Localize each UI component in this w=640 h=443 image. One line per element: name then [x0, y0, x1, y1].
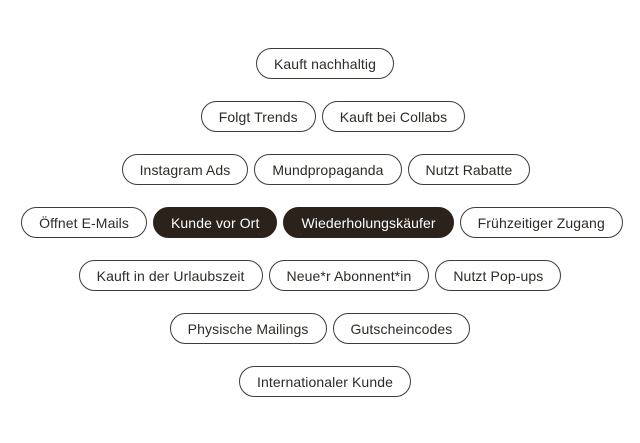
- tag-row-5: Kauft in der Urlaubszeit Neue*r Abonnent…: [0, 260, 640, 291]
- chip-physische-mailings[interactable]: Physische Mailings: [169, 313, 327, 344]
- chip-kauft-nachhaltig[interactable]: Kauft nachhaltig: [255, 48, 394, 79]
- chip-gutscheincodes[interactable]: Gutscheincodes: [332, 313, 471, 344]
- chip-fruehzeitiger-zugang[interactable]: Frühzeitiger Zugang: [459, 207, 623, 238]
- chip-kauft-bei-collabs[interactable]: Kauft bei Collabs: [321, 101, 466, 132]
- tag-row-3: Instagram Ads Mundpropaganda Nutzt Rabat…: [6, 154, 640, 185]
- chip-neuer-abonnent-in[interactable]: Neue*r Abonnent*in: [268, 260, 430, 291]
- chip-mundpropaganda[interactable]: Mundpropaganda: [254, 154, 402, 185]
- tag-row-6: Physische Mailings Gutscheincodes: [0, 313, 640, 344]
- chip-wiederholungskaeufer[interactable]: Wiederholungskäufer: [283, 207, 454, 238]
- chip-internationaler-kunde[interactable]: Internationaler Kunde: [239, 366, 411, 397]
- tag-row-7: Internationaler Kunde: [5, 366, 640, 397]
- chip-instagram-ads[interactable]: Instagram Ads: [121, 154, 249, 185]
- chip-folgt-trends[interactable]: Folgt Trends: [200, 101, 316, 132]
- chip-kunde-vor-ort[interactable]: Kunde vor Ort: [152, 207, 278, 238]
- chip-kauft-in-der-urlaubszeit[interactable]: Kauft in der Urlaubszeit: [78, 260, 263, 291]
- chip-oeffnet-emails[interactable]: Öffnet E-Mails: [21, 207, 147, 238]
- chip-nutzt-rabatte[interactable]: Nutzt Rabatte: [407, 154, 531, 185]
- tag-row-2: Folgt Trends Kauft bei Collabs: [13, 101, 640, 132]
- tag-row-4: Öffnet E-Mails Kunde vor Ort Wiederholun…: [2, 207, 640, 238]
- chip-nutzt-pop-ups[interactable]: Nutzt Pop-ups: [435, 260, 562, 291]
- tag-row-1: Kauft nachhaltig: [5, 48, 640, 79]
